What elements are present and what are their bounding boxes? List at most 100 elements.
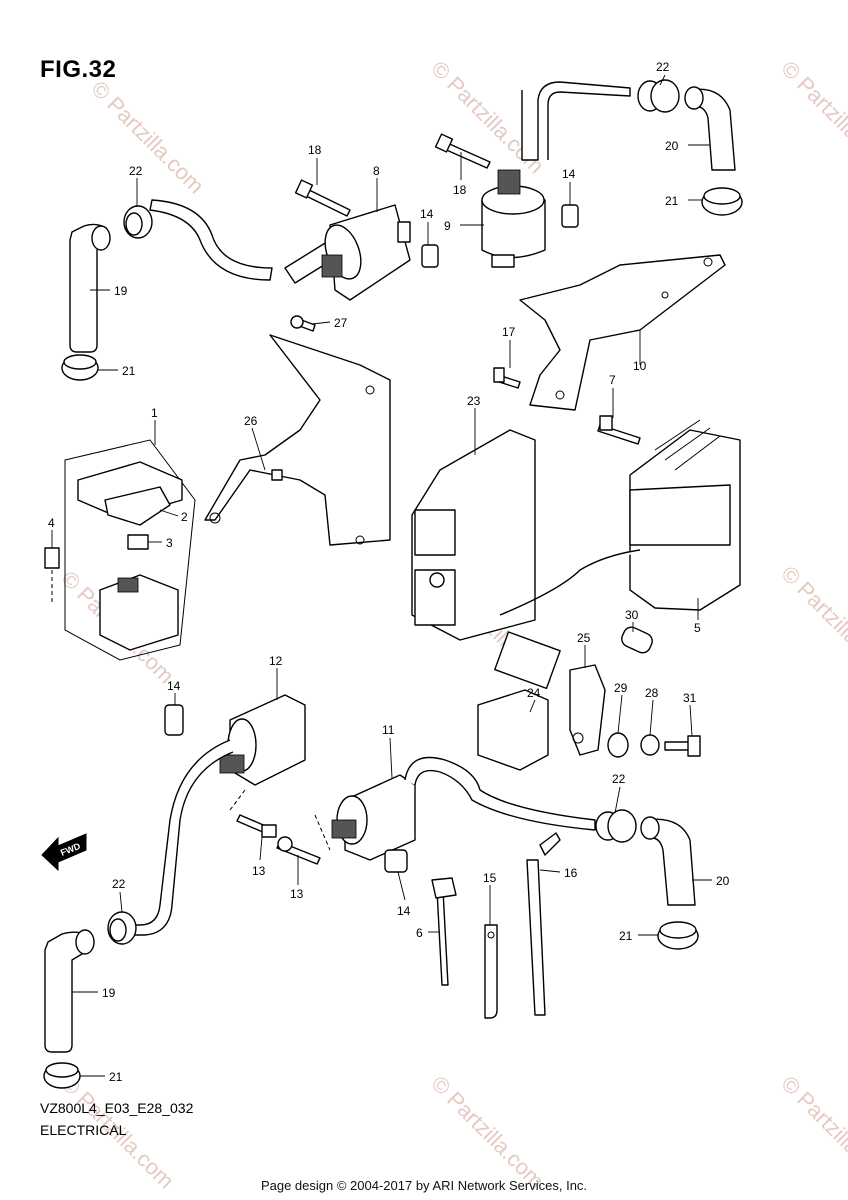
bracket-26-plate bbox=[204, 334, 391, 546]
starter-relay bbox=[99, 574, 179, 651]
callout-18: 18 bbox=[453, 183, 467, 197]
clamps-group bbox=[431, 832, 561, 1019]
callout-11: 11 bbox=[382, 723, 395, 737]
ignition-coil-8 bbox=[284, 204, 411, 301]
ecm-connector-a bbox=[414, 509, 456, 556]
ignition-coil-9 bbox=[481, 81, 631, 268]
cap-seal-top bbox=[63, 354, 97, 370]
callout-22: 22 bbox=[612, 772, 626, 786]
callout-19: 19 bbox=[102, 986, 116, 1000]
coil-terminal-12 bbox=[219, 754, 245, 774]
bolts-13 bbox=[236, 814, 321, 865]
cap-19-bottom-end bbox=[75, 929, 95, 955]
callout-21: 21 bbox=[122, 364, 136, 378]
leader-dash bbox=[314, 814, 331, 851]
callout-15: 15 bbox=[483, 871, 497, 885]
cap-end bbox=[91, 225, 111, 251]
nut bbox=[271, 469, 283, 481]
tie-16 bbox=[526, 859, 546, 1016]
seal-22-inner bbox=[125, 212, 143, 236]
bracket-hole bbox=[555, 390, 565, 400]
callout-27: 27 bbox=[334, 316, 348, 330]
leader-dash bbox=[229, 789, 246, 811]
cap-seal-21-bottom-front-top bbox=[45, 1062, 79, 1078]
cap-20-end bbox=[684, 86, 704, 110]
callout-3: 3 bbox=[166, 536, 173, 550]
regulator-fins bbox=[654, 419, 721, 471]
cap-20-bottom-end bbox=[640, 816, 660, 840]
callout-14: 14 bbox=[420, 207, 434, 221]
ignition-coil-12 bbox=[121, 694, 306, 936]
bolt-head-18-a bbox=[294, 179, 314, 199]
callout-20: 20 bbox=[716, 874, 730, 888]
callout-23: 23 bbox=[467, 394, 481, 408]
seal-22-bottom-front-inner bbox=[109, 918, 127, 942]
callout-14: 14 bbox=[397, 904, 411, 918]
callout-10: 10 bbox=[633, 359, 647, 373]
callout-9: 9 bbox=[444, 219, 451, 233]
callout-4: 4 bbox=[48, 516, 55, 530]
callout-20: 20 bbox=[665, 139, 679, 153]
coil-body-11 bbox=[344, 774, 416, 861]
callout-1: 1 bbox=[151, 406, 158, 420]
collar-30 bbox=[621, 626, 653, 654]
collar-28 bbox=[640, 734, 660, 756]
bracket-10 bbox=[493, 254, 726, 411]
seal-22-bottom-outer bbox=[607, 809, 637, 843]
callout-13: 13 bbox=[290, 887, 304, 901]
washer-13-b bbox=[277, 836, 293, 852]
callout-22: 22 bbox=[129, 164, 143, 178]
tie-6-head bbox=[431, 877, 457, 899]
callout-29: 29 bbox=[614, 681, 628, 695]
callout-6: 6 bbox=[416, 926, 423, 940]
callout-21: 21 bbox=[665, 194, 679, 208]
ecm-23 bbox=[411, 429, 536, 641]
callout-17: 17 bbox=[502, 325, 516, 339]
callout-7: 7 bbox=[609, 373, 616, 387]
collar-14-a bbox=[421, 244, 439, 268]
bracket-hole bbox=[661, 291, 669, 299]
relay-2 bbox=[104, 486, 171, 526]
callout-30: 30 bbox=[625, 608, 639, 622]
bracket-hole bbox=[703, 257, 713, 267]
callout-14: 14 bbox=[562, 167, 576, 181]
ecm-connector-b bbox=[414, 569, 456, 626]
screw-4 bbox=[44, 547, 60, 569]
callout-labels: 22 19 21 18 8 14 18 9 14 22 20 21 17 10 … bbox=[48, 60, 730, 1084]
watermark-text: © Partzilla.com bbox=[776, 56, 848, 179]
coil-lead-11 bbox=[404, 756, 596, 831]
coil-terminal-9 bbox=[497, 169, 521, 195]
callout-22: 22 bbox=[112, 877, 126, 891]
coil-body-9 bbox=[481, 199, 546, 259]
plug-cap-assembly-rear bbox=[637, 79, 743, 216]
bracket-hole bbox=[355, 535, 365, 545]
callout-18: 18 bbox=[308, 143, 322, 157]
grommet-29 bbox=[607, 732, 629, 758]
ecm-latch bbox=[429, 572, 445, 588]
coil-terminal-11 bbox=[331, 819, 357, 839]
watermark-text: © Partzilla.com bbox=[426, 1071, 549, 1194]
tie-6 bbox=[436, 889, 449, 986]
watermark-text: © Partzilla.com bbox=[776, 1071, 848, 1194]
screw-head-27 bbox=[290, 315, 304, 329]
clamp-hole bbox=[487, 931, 495, 939]
callout-22: 22 bbox=[656, 60, 670, 74]
callout-24: 24 bbox=[527, 686, 541, 700]
bracket-25 bbox=[569, 664, 606, 756]
callout-5: 5 bbox=[694, 621, 701, 635]
figure-title: FIG.32 bbox=[40, 56, 117, 83]
sensor-and-hardware-group bbox=[477, 626, 701, 771]
watermark-text: © Partzilla.com bbox=[86, 76, 209, 199]
plug-cap-assembly-front bbox=[61, 199, 273, 381]
assembly-frame-1 bbox=[64, 439, 196, 661]
callout-26: 26 bbox=[244, 414, 258, 428]
plug-cap-assembly-bottom-front bbox=[43, 911, 137, 1089]
regulator-label-area bbox=[629, 484, 731, 546]
collar-14-b bbox=[561, 204, 579, 228]
bolt-head-17 bbox=[493, 367, 505, 383]
callout-28: 28 bbox=[645, 686, 659, 700]
callout-8: 8 bbox=[373, 164, 380, 178]
bracket-hole bbox=[365, 385, 375, 395]
